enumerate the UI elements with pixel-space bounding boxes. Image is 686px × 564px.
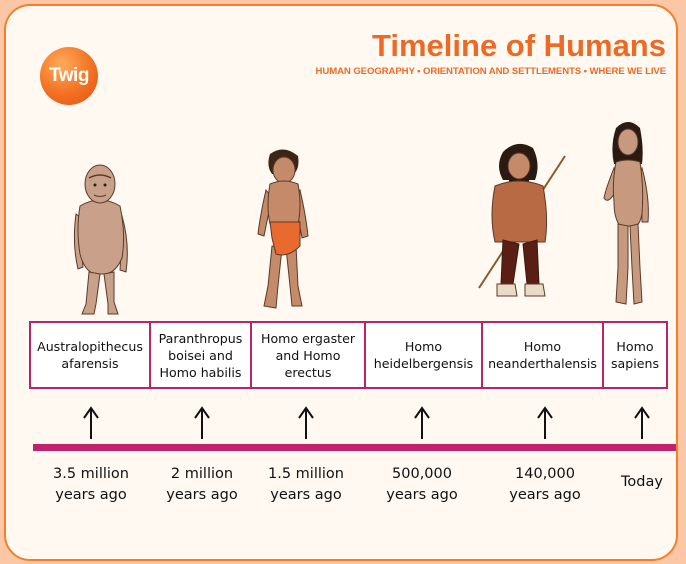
species-name: Australopithecus afarensis [37,338,143,372]
timeline-card: Twig Timeline of Humans HUMAN GEOGRAPHY … [4,4,678,561]
species-name: Homo neanderthalensis [488,338,597,372]
australopithecus-figure-icon [56,154,146,324]
homo-sapiens-figure-icon [596,118,660,318]
timeline-bar [33,444,678,451]
time-label: 500,000 years ago [367,464,477,505]
species-boxes: Australopithecus afarensis Paranthropus … [29,321,670,389]
up-arrow-icon [192,406,212,440]
species-box: Paranthropus boisei and Homo habilis [149,321,252,389]
time-label: 1.5 million years ago [251,464,361,505]
up-arrow-icon [632,406,652,440]
species-box: Homo sapiens [602,321,668,389]
time-label: 3.5 million years ago [36,464,146,505]
species-box: Homo neanderthalensis [481,321,604,389]
species-name: Homo sapiens [611,338,659,372]
page-subtitle: HUMAN GEOGRAPHY • ORIENTATION AND SETTLE… [316,66,666,77]
up-arrow-icon [81,406,101,440]
homo-erectus-figure-icon [244,146,322,324]
time-label: Today [587,472,678,493]
up-arrow-icon [535,406,555,440]
twig-logo: Twig [40,47,98,105]
time-label: 140,000 years ago [490,464,600,505]
time-label: 2 million years ago [147,464,257,505]
neanderthal-figure-icon [473,138,573,318]
logo-text: Twig [49,65,89,87]
page-title: Timeline of Humans [372,28,666,64]
species-box: Australopithecus afarensis [29,321,151,389]
species-name: Homo ergaster and Homo erectus [261,330,355,381]
species-box: Homo heidelbergensis [364,321,483,389]
species-box: Homo ergaster and Homo erectus [250,321,366,389]
species-name: Homo heidelbergensis [374,338,474,372]
up-arrow-icon [296,406,316,440]
species-name: Paranthropus boisei and Homo habilis [159,330,243,381]
up-arrow-icon [412,406,432,440]
